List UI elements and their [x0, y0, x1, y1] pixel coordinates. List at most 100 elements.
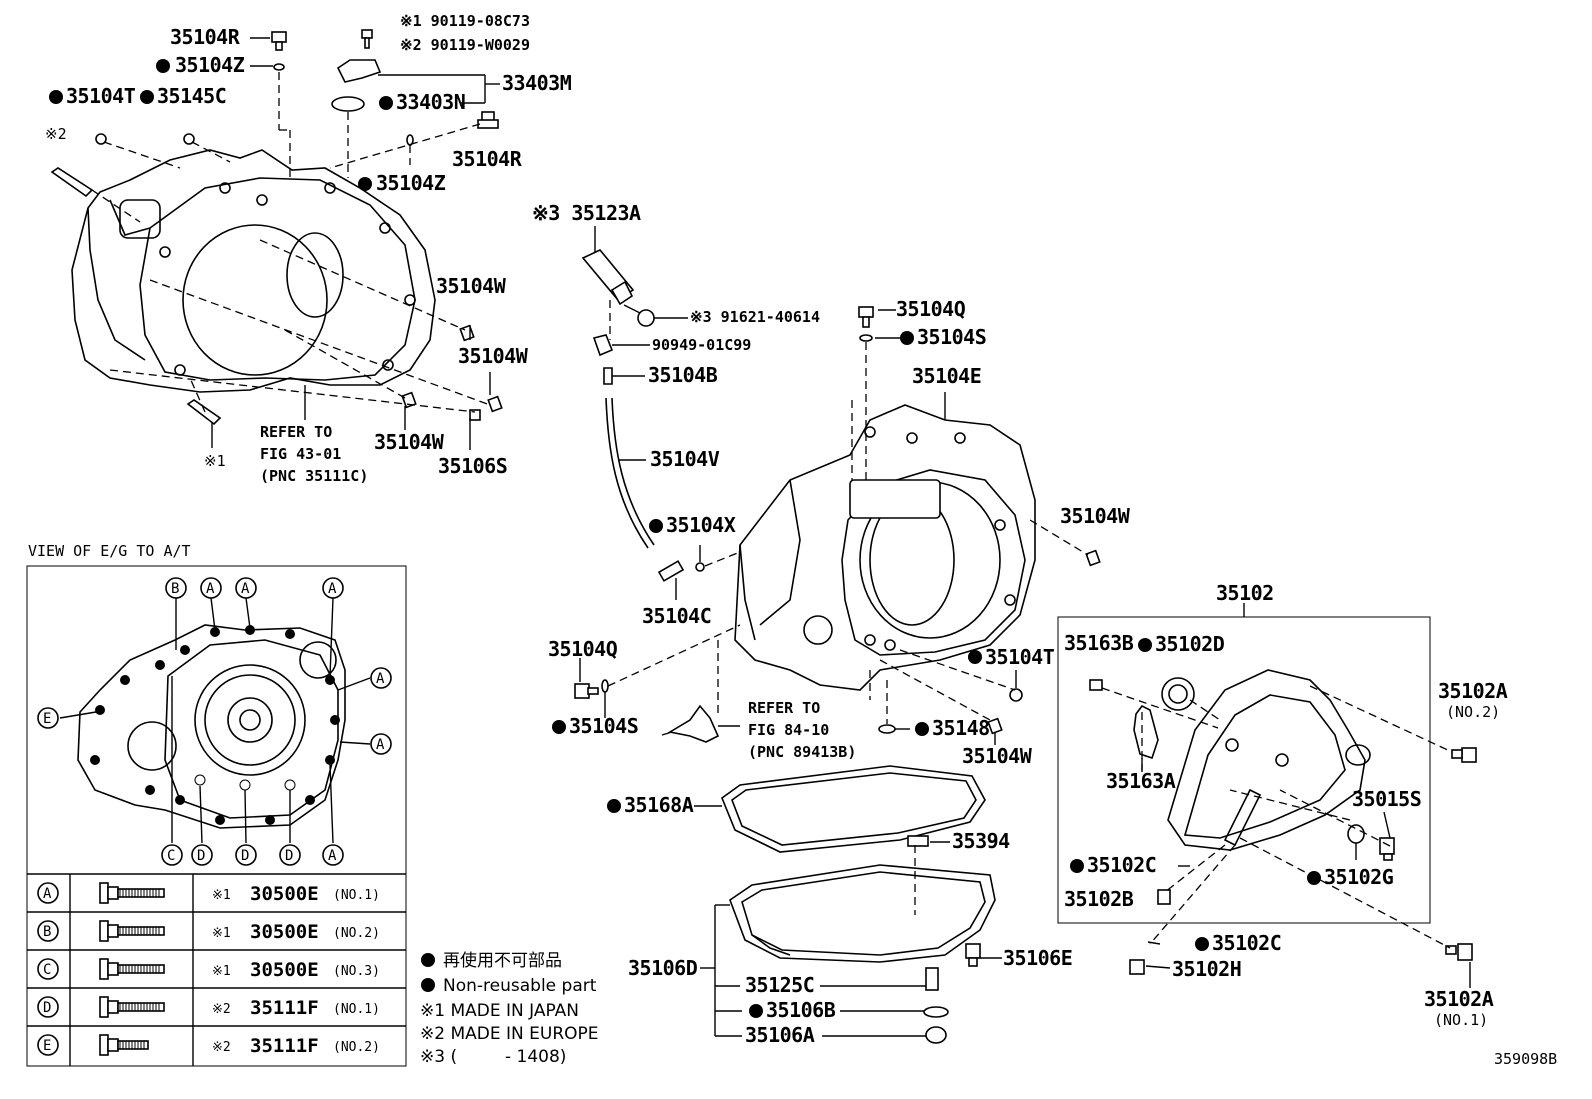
legend-k2: ※2 MADE IN EUROPE [420, 1024, 599, 1044]
refer-84-10-line2: FIG 84-10 [748, 721, 829, 739]
label-k1-left: ※1 [204, 452, 226, 470]
label-35104T-low: 35104T [985, 645, 1055, 669]
bolt-icon [99, 958, 165, 980]
top-left-leaders [91, 37, 500, 450]
label-35104W-c: 35104W [374, 430, 445, 454]
nonreusable-dot [421, 953, 435, 967]
label-35104W-e: 35104W [962, 744, 1033, 768]
label-35104W-a: 35104W [436, 274, 507, 298]
label-35104R-top: 35104R [170, 25, 241, 49]
nonreusable-dot [968, 650, 982, 664]
transaxle-case-drawing [71, 149, 436, 393]
nonreusable-dot [421, 978, 435, 992]
label-35104X: 35104X [666, 513, 736, 537]
callout-D: D [197, 848, 205, 864]
callout-D: D [285, 848, 293, 864]
callout-B: B [171, 581, 179, 597]
bolt-origin-mark: ※1 [212, 926, 231, 941]
oil-pan-drawing [721, 765, 996, 1044]
callout-A: A [206, 581, 215, 597]
label-35102A-low-no: (NO.1) [1434, 1011, 1488, 1029]
extension-housing-drawing [1089, 669, 1477, 975]
bolt-origin-mark: ※1 [212, 888, 231, 903]
bolt-part-number: 30500E [250, 883, 319, 905]
label-90119-W0029: ※2 90119-W0029 [400, 36, 530, 54]
center-leaders [579, 309, 1089, 745]
callout-A: A [241, 581, 250, 597]
legend-en: Non-reusable part [443, 976, 597, 996]
legend-k3-range: - 1408) [505, 1047, 566, 1067]
bolt-key: B [43, 924, 51, 940]
refer-43-01-line2: FIG 43-01 [260, 445, 341, 463]
label-35106B: 35106B [766, 998, 836, 1022]
label-35104Z-mid: 35104Z [376, 171, 446, 195]
bolt-part-number: 30500E [250, 959, 319, 981]
bolt-variant: (NO.1) [333, 888, 380, 903]
label-35102H: 35102H [1172, 957, 1241, 981]
center-small-parts [574, 306, 1101, 743]
nonreusable-dot [379, 96, 393, 110]
bolt-icon [99, 1034, 149, 1056]
bolt-icon [99, 882, 165, 904]
label-90119-08C73: ※1 90119-08C73 [400, 12, 530, 30]
view-box-frame [26, 565, 407, 1067]
label-35104Z-top: 35104Z [175, 53, 245, 77]
label-35163B: 35163B [1064, 631, 1134, 655]
nonreusable-dot [1070, 859, 1084, 873]
pan-leaders [694, 805, 1002, 1037]
label-35106S: 35106S [438, 454, 507, 478]
nonreusable-dot [915, 722, 929, 736]
bolt-variant: (NO.2) [333, 926, 380, 941]
bolt-key-circle [37, 920, 59, 942]
nonreusable-dot [358, 177, 372, 191]
bolt-key-circle [37, 1034, 59, 1056]
label-35102B: 35102B [1064, 887, 1134, 911]
callout-C: C [167, 848, 175, 864]
label-35106E: 35106E [1003, 946, 1072, 970]
callout-A: A [376, 737, 385, 753]
bolt-variant: (NO.3) [333, 964, 380, 979]
figure-code: 359098B [1494, 1050, 1557, 1068]
bolt-part-number: 30500E [250, 921, 319, 943]
callout-A: A [328, 581, 337, 597]
label-35102C-mid: 35102C [1087, 853, 1156, 877]
view-housing-drawing [77, 624, 346, 829]
label-35148: 35148 [932, 716, 990, 740]
bolt-origin-mark: ※2 [212, 1002, 231, 1017]
view-callout-leaders [59, 597, 371, 844]
callout-A: A [376, 671, 385, 687]
label-35104E: 35104E [912, 364, 981, 388]
legend-jp: 再使用不可部品 [443, 950, 562, 971]
legend: 再使用不可部品 Non-reusable part ※1 MADE IN JAP… [420, 950, 599, 1067]
bolt-icon [99, 996, 165, 1018]
label-35163A: 35163A [1106, 769, 1176, 793]
label-91621-40614: ※3 91621-40614 [690, 308, 820, 326]
view-title: VIEW OF E/G TO A/T [28, 542, 191, 560]
label-35102: 35102 [1216, 581, 1274, 605]
bolt-part-number: 35111F [250, 1035, 319, 1057]
refer-43-01-line3: (PNC 35111C) [260, 467, 368, 485]
refer-84-10-line3: (PNC 89413B) [748, 743, 856, 761]
label-35104W-b: 35104W [458, 344, 529, 368]
nonreusable-dot [140, 90, 154, 104]
view-callouts: B A A A A A E C D D D A [37, 577, 392, 866]
label-35104B: 35104B [648, 363, 718, 387]
bolt-key: C [43, 962, 51, 978]
label-35104W-d: 35104W [1060, 504, 1131, 528]
label-35106A: 35106A [745, 1023, 815, 1047]
label-35123A: ※3 35123A [532, 201, 641, 225]
label-35104C: 35104C [642, 604, 711, 628]
bolt-variant: (NO.1) [333, 1002, 380, 1017]
bolt-key-circle [37, 996, 59, 1018]
nonreusable-dot [1195, 937, 1209, 951]
label-35104Q-low: 35104Q [548, 637, 618, 661]
bolt-key: A [43, 886, 52, 902]
converter-housing-drawing [734, 404, 1036, 691]
nonreusable-dot [749, 1004, 763, 1018]
label-35145C: 35145C [157, 84, 226, 108]
label-35015S: 35015S [1352, 787, 1421, 811]
refer-84-10-line1: REFER TO [748, 699, 820, 717]
view-bolt-holes [90, 625, 340, 825]
label-35102D: 35102D [1155, 632, 1225, 656]
right-leaders [1101, 685, 1471, 988]
